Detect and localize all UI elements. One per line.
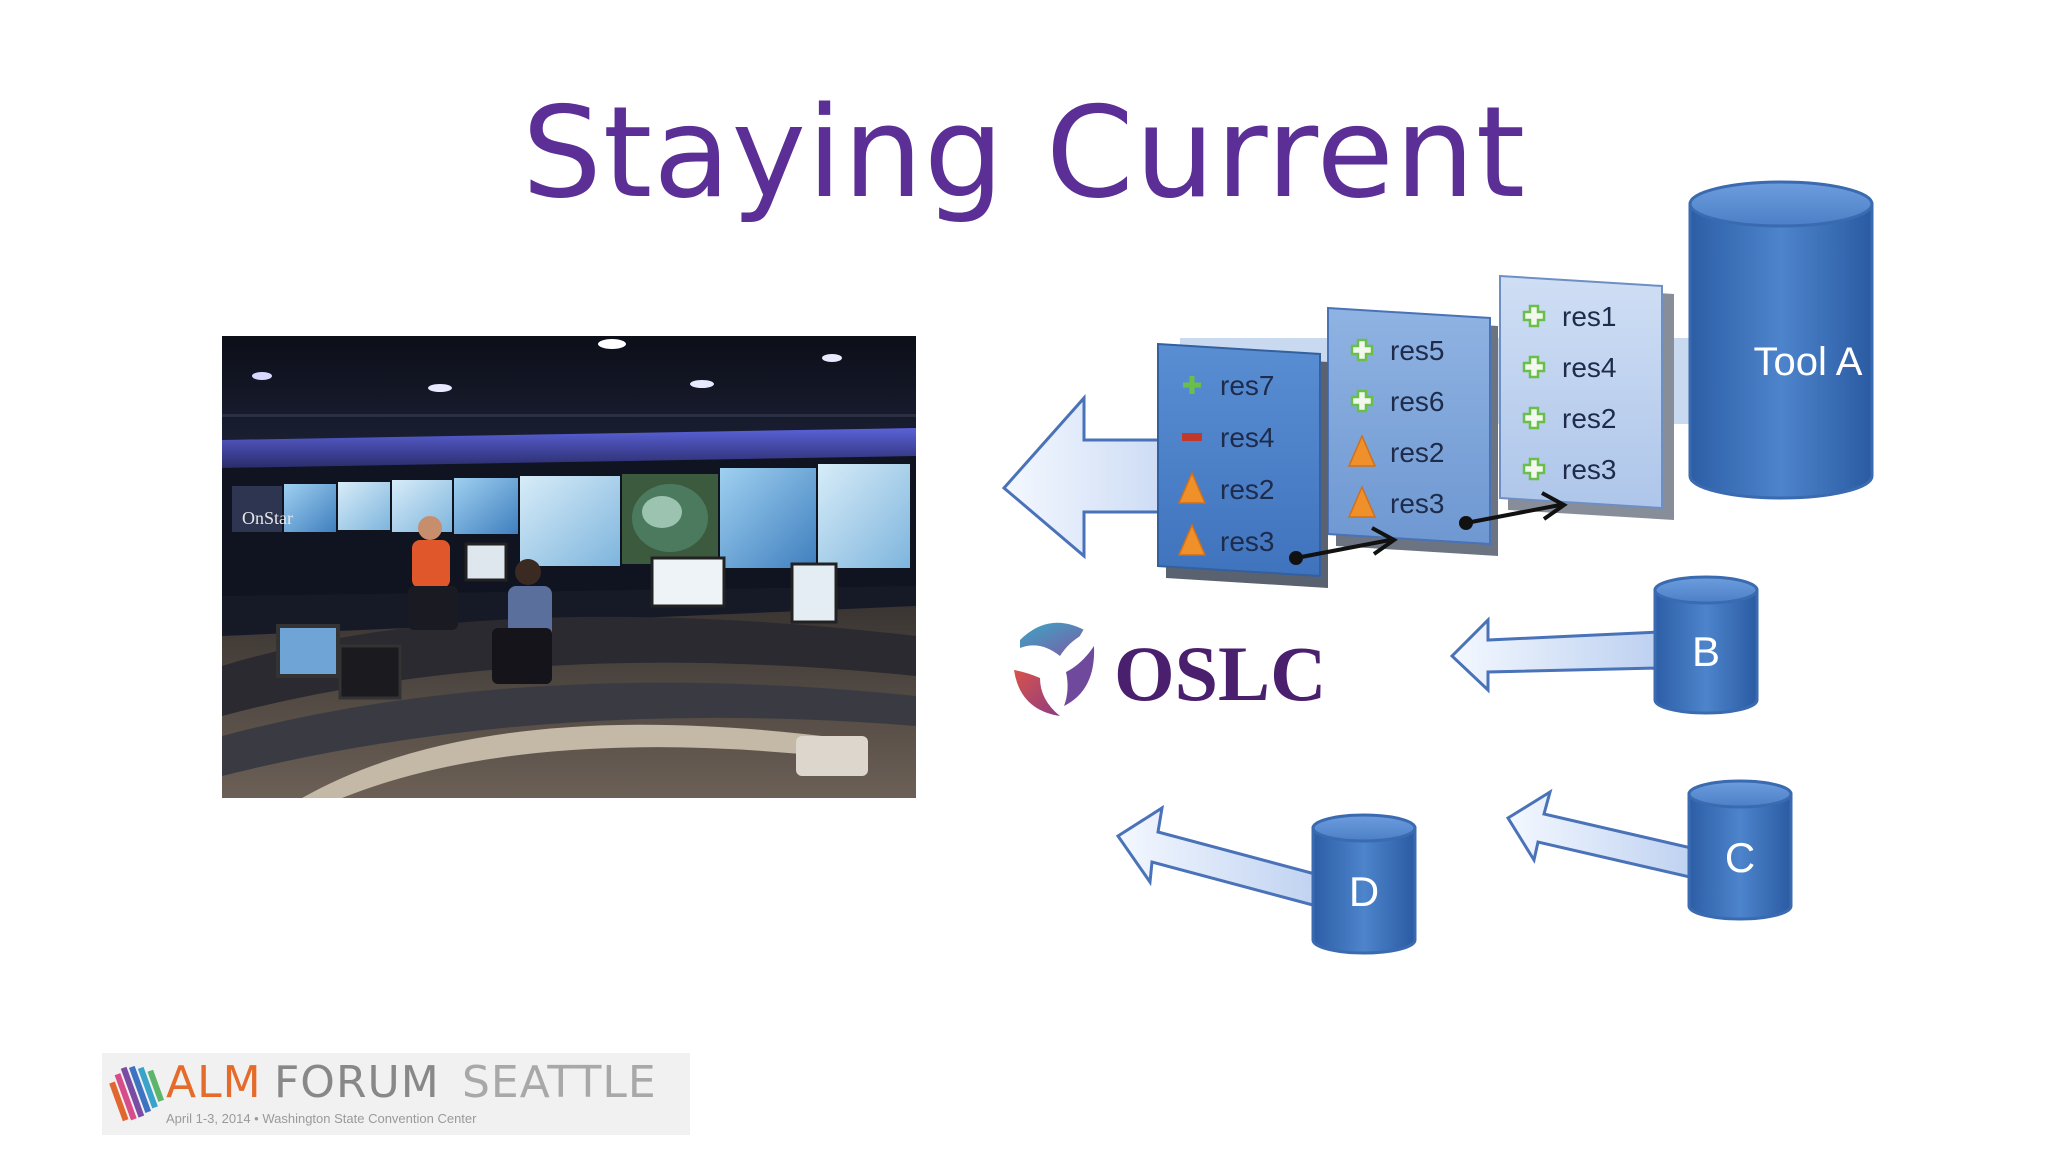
panel-connector-arrow-2 <box>1459 491 1568 530</box>
resource-panel-1 <box>1157 342 1328 588</box>
resource-label: res2 <box>1390 437 1444 468</box>
alm-word: ALM <box>166 1057 262 1108</box>
oslc-logo-mark <box>1011 622 1095 716</box>
alm-forum-logo-mark-icon <box>109 1065 164 1122</box>
plus-outline-icon <box>1522 304 1546 328</box>
resource-label: res3 <box>1220 526 1274 557</box>
panel-3-item: res3 <box>1522 454 1616 485</box>
tool-d-label: D <box>1349 868 1379 915</box>
panel-2-item: res2 <box>1347 434 1444 468</box>
tool-c-cylinder: C <box>1687 779 1793 921</box>
resource-label: res1 <box>1562 301 1616 332</box>
resource-label: res4 <box>1562 352 1616 383</box>
tool-a-cylinder: Tool A <box>1688 180 1874 500</box>
panel-3-item: res2 <box>1522 403 1616 434</box>
warning-triangle-icon <box>1177 471 1207 504</box>
arrow-from-d <box>1115 804 1332 910</box>
plus-icon <box>1183 376 1201 394</box>
tool-b-label: B <box>1692 628 1720 675</box>
tool-c-label: C <box>1725 834 1755 881</box>
panel-3-item: res1 <box>1522 301 1616 332</box>
panel-2-item: res5 <box>1350 335 1444 366</box>
oslc-text: OSLC <box>1114 630 1326 717</box>
arrow-from-b <box>1449 616 1662 694</box>
panel-1-item: res4 <box>1182 422 1274 453</box>
tool-d-cylinder: D <box>1311 813 1417 955</box>
minus-icon <box>1182 433 1202 441</box>
panel-2-item: res3 <box>1347 485 1444 519</box>
arrow-from-c <box>1505 788 1702 880</box>
panel-3-item: res4 <box>1522 352 1616 383</box>
tool-b-cylinder: B <box>1653 575 1759 715</box>
alm-forum-seattle-logo: ALM FORUM SEATTLE April 1-3, 2014 • Wash… <box>102 1053 690 1135</box>
panel-1-item: res7 <box>1183 370 1274 401</box>
resource-label: res7 <box>1220 370 1274 401</box>
tool-a-label: Tool A <box>1754 340 1863 384</box>
warning-triangle-icon <box>1347 485 1377 518</box>
control-room-photo: OnStar <box>222 336 916 798</box>
warning-triangle-icon <box>1347 434 1377 467</box>
oslc-logo: OSLC <box>1011 622 1326 717</box>
panel-1-item: res2 <box>1177 471 1274 505</box>
resource-label: res2 <box>1562 403 1616 434</box>
warning-triangle-icon <box>1177 523 1207 556</box>
plus-outline-icon <box>1522 457 1546 481</box>
panel-items: res7 res4 res2 res3 res5 res6 res2 res3 res1 res4… <box>1177 301 1616 557</box>
plus-outline-icon <box>1350 338 1374 362</box>
plus-outline-icon <box>1522 355 1546 379</box>
resource-label: res2 <box>1220 474 1274 505</box>
resource-label: res4 <box>1220 422 1274 453</box>
alm-forum-subtitle: April 1-3, 2014 • Washington State Conve… <box>166 1111 477 1126</box>
resource-label: res6 <box>1390 386 1444 417</box>
onstar-sign: OnStar <box>242 508 293 528</box>
resource-label: res3 <box>1390 488 1444 519</box>
panel-1-item: res3 <box>1177 523 1274 557</box>
resource-panel-3 <box>1499 274 1674 520</box>
plus-outline-icon <box>1350 389 1374 413</box>
panel-connector-arrow-1 <box>1289 526 1398 565</box>
seattle-word: SEATTLE <box>462 1057 657 1108</box>
resource-label: res3 <box>1562 454 1616 485</box>
forum-word: FORUM <box>274 1057 440 1108</box>
panel-2-item: res6 <box>1350 386 1444 417</box>
resource-label: res5 <box>1390 335 1444 366</box>
slide-title: Staying Current <box>521 79 1527 226</box>
plus-outline-icon <box>1522 406 1546 430</box>
